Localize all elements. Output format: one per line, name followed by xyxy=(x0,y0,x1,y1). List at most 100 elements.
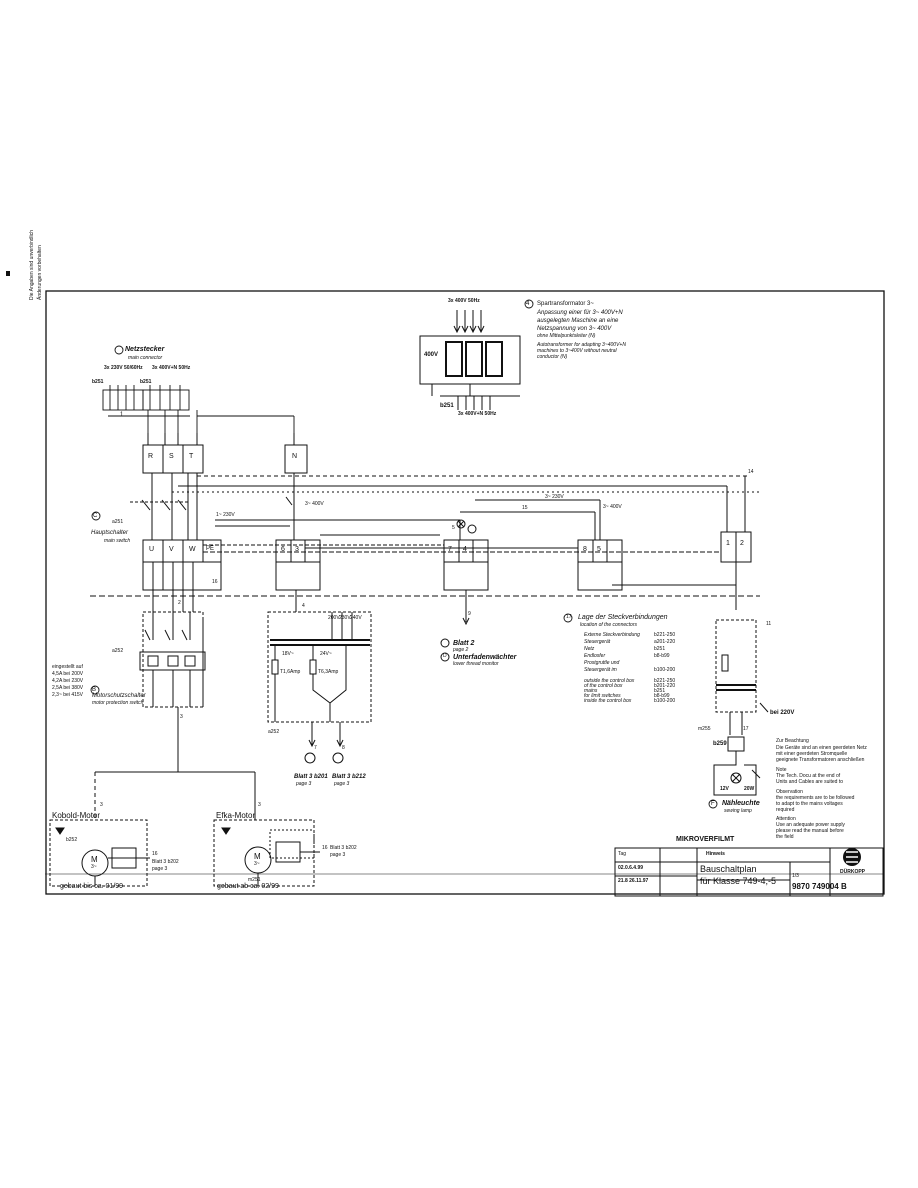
connector-row-value: b100-200 xyxy=(654,667,676,673)
transformer-line5: ohne Mittelpunktsleiter (N) xyxy=(537,333,596,339)
note-line-8: required xyxy=(776,807,795,813)
sheet-link-b201[interactable]: Blatt 3 b201 xyxy=(294,774,328,780)
connector-en-row-value: b251 xyxy=(654,688,666,694)
transformer-supply-top: 3x 400V 50Hz xyxy=(448,298,480,304)
connector-row-name: Steuergerät xyxy=(584,639,611,645)
motor-protect-title: Motorschutzschalter xyxy=(92,693,146,699)
terminal-5: 5 xyxy=(597,546,601,553)
note-line-11: the field xyxy=(776,834,794,840)
terminal-6: 6 xyxy=(281,546,285,553)
mains-connector-subtitle: main connector xyxy=(128,355,163,361)
terminal-4: 4 xyxy=(463,546,467,553)
terminal-7: 7 xyxy=(448,546,452,553)
psu-fuse-1: T1,6Amp xyxy=(280,669,301,675)
efka-motor-ref: m251 xyxy=(248,877,261,883)
connector-row-name: Externe Steckverbindung xyxy=(584,632,640,638)
lamp-voltage-label: bei 220V xyxy=(770,710,795,716)
motor-protect-adj-3: 2,5A bei 380V xyxy=(52,685,84,691)
drawing-frame xyxy=(45,290,885,895)
connector-en-row-name: outside the control box xyxy=(584,678,635,684)
psu-tap-240: 240V xyxy=(350,615,362,621)
margin-note-1: Die Angaben sind unverbindlich xyxy=(29,229,35,300)
lamp-power-20: 20W xyxy=(744,786,755,792)
sheet-link-page3a: page 3 xyxy=(296,781,312,787)
motor-protect-adj-title: eingestellt auf xyxy=(52,664,83,670)
note-heading-4: Attention xyxy=(776,816,796,822)
connector-row-value: a201-220 xyxy=(654,639,676,645)
motor-protect-subtitle: motor protection switch xyxy=(92,700,144,706)
autotransformer-symbol xyxy=(419,310,521,410)
connector-row-value: b8-b99 xyxy=(654,653,670,659)
terminal-T: T xyxy=(189,453,194,460)
connector-en-row-value: b100-200 xyxy=(654,698,676,704)
titleblock-date-1: 02.0.6.4.99 xyxy=(618,865,644,871)
mains-plug-symbol xyxy=(102,385,295,445)
wire-voltage-3: 3~ 230V xyxy=(545,494,564,500)
connector-en-row-name: inside the control box xyxy=(584,698,632,704)
transformer-plug: b251 xyxy=(440,403,454,409)
note-line-7: to adapt to the mains voltages xyxy=(776,801,843,807)
efka-sheet-page: page 3 xyxy=(330,852,346,858)
thread-monitor-subtitle: lower thread monitor xyxy=(453,661,499,667)
connector-en-row-value: b201-220 xyxy=(654,683,676,689)
control-transformer-symbol xyxy=(267,611,372,764)
titleblock-date-2: 21.8 26.11.97 xyxy=(618,878,649,884)
sheet-link-page2: page 2 xyxy=(453,647,469,653)
lamp-voltage-12: 12V xyxy=(720,786,729,792)
connector-row-value: b221-250 xyxy=(654,632,676,638)
psu-tap-200: 200V xyxy=(328,615,340,621)
connector-row-name: Endlosfer xyxy=(584,653,606,659)
lamp-callout: F xyxy=(711,801,715,807)
psu-voltage-18: 18V~ xyxy=(282,651,294,657)
plug-ref-1: b251 xyxy=(92,379,104,385)
switch-title: Hauptschalter xyxy=(91,530,129,536)
efka-wire-3: 3 xyxy=(258,802,261,808)
transformer-en3: conductor (N) xyxy=(537,354,568,360)
terminal-blocks xyxy=(90,433,760,622)
connector-en-row-name: mains xyxy=(584,688,598,694)
motor-protect-ref: a252 xyxy=(112,648,124,654)
signal-lamp-icons xyxy=(456,519,477,534)
transformer-line4: Netzspannung von 3~ 400V xyxy=(537,326,612,332)
sheet-link-blatt2[interactable]: Blatt 2 xyxy=(453,640,475,647)
terminal-S: S xyxy=(169,453,174,460)
mains-option-1: 3x 230V 50/60Hz xyxy=(104,365,143,371)
wire-num-16: 16 xyxy=(212,579,218,585)
terminal-V: V xyxy=(169,546,174,553)
wire-num-3: 3 xyxy=(180,714,183,720)
wire-num-7: 7 xyxy=(314,745,317,751)
wire-num-15: 15 xyxy=(522,505,528,511)
connector-en-row-value: b221-250 xyxy=(654,678,676,684)
titleblock-subtitle: für Klasse 749-4,-5 xyxy=(700,876,777,886)
psu-tap-230: 230V xyxy=(339,615,351,621)
sewing-lamp-circuit xyxy=(713,619,769,796)
connector-en-row-value: b8-b99 xyxy=(654,693,670,699)
kobold-sheet-link[interactable]: Blatt 3 b202 xyxy=(152,859,179,865)
wire-voltage-4: 3~ 400V xyxy=(603,504,622,510)
wire-marker-1: 1 xyxy=(120,412,124,418)
titleblock-note: Hinweis xyxy=(706,851,725,857)
wire-num-4: 4 xyxy=(302,603,305,609)
transformer-title: Spartransformator 3~ xyxy=(537,301,594,307)
sheet-link-b212[interactable]: Blatt 3 b212 xyxy=(332,774,366,780)
transformer-line3: ausgelegten Maschine an eine xyxy=(537,318,619,324)
terminal-8: 8 xyxy=(583,546,587,553)
note-heading-3: Observation xyxy=(776,789,803,795)
efka-motor-symbol xyxy=(213,819,320,887)
wire-num-17: 17 xyxy=(743,726,749,732)
wire-voltage-1: 1~ 230V xyxy=(216,512,235,518)
callout-circles xyxy=(90,299,718,809)
lamp-title: Nähleuchte xyxy=(722,800,760,807)
wire-voltage-2: 3~ 400V xyxy=(305,501,324,507)
titleblock-drawn-label: Tag xyxy=(618,851,627,857)
efka-motor-m: M xyxy=(254,852,261,861)
kobold-motor-ref: b252 xyxy=(66,837,78,843)
connectors-callout: 17 xyxy=(566,614,572,620)
lamp-ref-2: b259 xyxy=(713,741,727,747)
connector-row-value: b251 xyxy=(654,646,666,652)
note-line-2: mit einer geerdeten Stromquelle xyxy=(776,751,848,757)
motor-protection-switch-symbol xyxy=(94,611,256,820)
efka-sheet-link[interactable]: Blatt 3 b202 xyxy=(330,845,357,851)
kobold-wire-3: 3 xyxy=(100,802,103,808)
